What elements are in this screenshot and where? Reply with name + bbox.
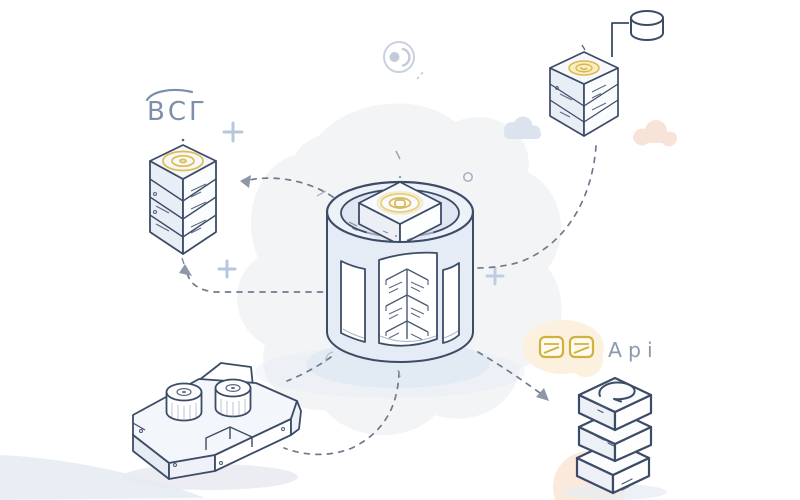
window-server-icon xyxy=(385,268,429,340)
api-group: Api xyxy=(522,320,659,377)
left-server-disc xyxy=(162,150,204,172)
bottom-right-stack-icon xyxy=(575,376,653,495)
database-cylinder-icon xyxy=(630,10,664,41)
arrowheads xyxy=(179,175,549,401)
dashed-connections xyxy=(186,145,597,456)
machine-drum-back xyxy=(214,378,252,418)
arrowhead-right xyxy=(536,388,549,401)
top-right-server-icon xyxy=(549,22,629,137)
link-cylinder-to-stack xyxy=(477,351,545,397)
link-cylinder-to-left-server xyxy=(244,177,334,198)
bottom-left-wash xyxy=(0,455,205,500)
cylinder-window-left xyxy=(340,260,366,343)
db-connector-line xyxy=(611,22,629,57)
arrowhead-left xyxy=(240,175,251,188)
left-server-icon xyxy=(149,138,217,265)
link-cylinder-to-machine-top xyxy=(286,356,332,382)
link-left-server-to-cylinder xyxy=(186,271,335,293)
arrowhead-up xyxy=(179,264,192,276)
link-topright-server-to-cylinder xyxy=(473,145,597,269)
api-cards-icon xyxy=(538,335,595,359)
left-label: ВСГ xyxy=(147,97,208,127)
link-cylinder-to-machine xyxy=(283,371,400,456)
peach-cloud-icon xyxy=(633,120,677,147)
bottom-left-machine-icon xyxy=(132,362,302,480)
inner-cube-icon xyxy=(348,175,442,246)
plus-icon xyxy=(217,121,505,286)
inner-cube-disc xyxy=(376,191,424,215)
left-label-group: ВСГ xyxy=(145,88,208,127)
refresh-arrow-icon xyxy=(598,381,636,403)
blue-cloud-icon xyxy=(504,116,541,139)
top-right-server-disc xyxy=(568,60,600,76)
label-arc xyxy=(145,88,194,102)
sync-circle-icon xyxy=(383,41,424,80)
api-label: Api xyxy=(608,338,659,362)
machine-drum-front xyxy=(165,382,203,422)
cylinder-window-right xyxy=(442,262,460,344)
central-cylinder-icon xyxy=(316,150,475,378)
